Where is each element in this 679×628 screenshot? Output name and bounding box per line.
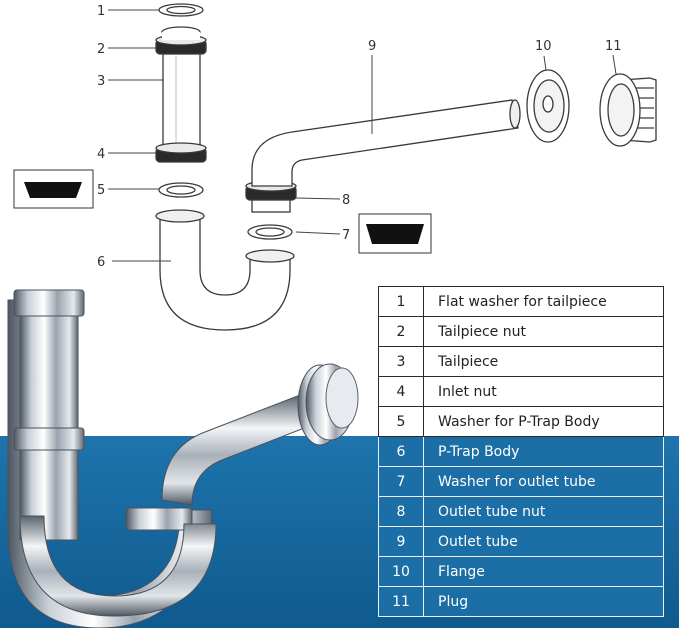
washer-detail-box-5 — [13, 169, 94, 209]
exploded-parts — [155, 3, 657, 331]
legend-part-number: 5 — [378, 406, 424, 437]
legend-part-number: 2 — [378, 316, 424, 347]
legend-part-number: 11 — [378, 586, 424, 617]
legend-part-name: Flange — [423, 556, 664, 587]
callout-7: 7 — [342, 228, 350, 243]
legend-part-name: Flat washer for tailpiece — [423, 286, 664, 317]
legend-part-number: 7 — [378, 466, 424, 497]
tailpiece-nut-part — [155, 26, 207, 55]
callout-10: 10 — [535, 39, 552, 54]
legend-part-number: 3 — [378, 346, 424, 377]
callout-9: 9 — [368, 39, 376, 54]
legend-part-name: Plug — [423, 586, 664, 617]
callout-1: 1 — [97, 4, 105, 19]
callout-8: 8 — [342, 193, 350, 208]
callout-6: 6 — [97, 255, 105, 270]
flange-part — [526, 69, 570, 143]
tailpiece-tube-part — [162, 53, 201, 149]
legend-part-number: 1 — [378, 286, 424, 317]
legend-part-number: 10 — [378, 556, 424, 587]
legend-part-name: Inlet nut — [423, 376, 664, 407]
callout-11: 11 — [605, 39, 622, 54]
outlet-tube-part — [251, 99, 519, 187]
callout-labels: 1 2 3 4 5 6 7 8 9 10 11 — [97, 4, 622, 270]
legend-part-name: Tailpiece nut — [423, 316, 664, 347]
legend-part-name: Outlet tube nut — [423, 496, 664, 527]
legend-part-name: Tailpiece — [423, 346, 664, 377]
callout-5: 5 — [97, 183, 105, 198]
callout-2: 2 — [97, 42, 105, 57]
legend-part-name: Washer for P-Trap Body — [423, 406, 664, 437]
leader-lines — [108, 9, 617, 262]
legend-part-name: Washer for outlet tube — [423, 466, 664, 497]
legend-part-number: 8 — [378, 496, 424, 527]
plug-part — [599, 73, 657, 147]
ptrap-body-part — [159, 217, 291, 331]
legend-part-number: 4 — [378, 376, 424, 407]
legend-part-number: 6 — [378, 436, 424, 467]
callout-4: 4 — [97, 147, 105, 162]
assembled-ptrap-render — [7, 289, 359, 628]
washer-detail-box-7 — [358, 213, 432, 254]
legend-part-name: Outlet tube — [423, 526, 664, 557]
inlet-nut-part — [155, 142, 207, 163]
legend-part-name: P-Trap Body — [423, 436, 664, 467]
callout-3: 3 — [97, 74, 105, 89]
legend-part-number: 9 — [378, 526, 424, 557]
